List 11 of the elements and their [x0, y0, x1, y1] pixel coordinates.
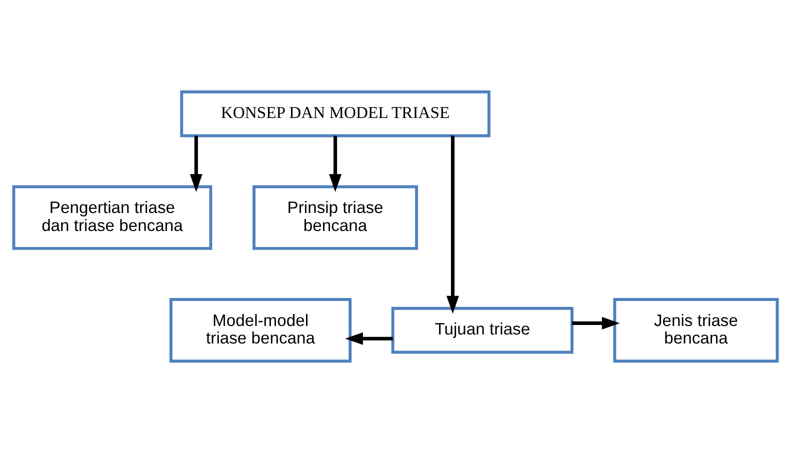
arrow — [572, 316, 620, 329]
node-box: Pengertian triase dan triase bencana — [12, 184, 212, 250]
node-box: Model-model triase bencana — [168, 297, 352, 362]
node-box: KONSEP DAN MODEL TRIASE — [180, 90, 490, 137]
node-box: Jenis triase bencana — [612, 297, 778, 362]
arrow — [328, 135, 342, 192]
node-box: Tujuan triase — [390, 306, 573, 354]
arrow — [344, 332, 392, 344]
arrow — [189, 135, 202, 192]
arrow — [446, 135, 458, 314]
node-box: Prinsip triase bencana — [252, 184, 418, 250]
